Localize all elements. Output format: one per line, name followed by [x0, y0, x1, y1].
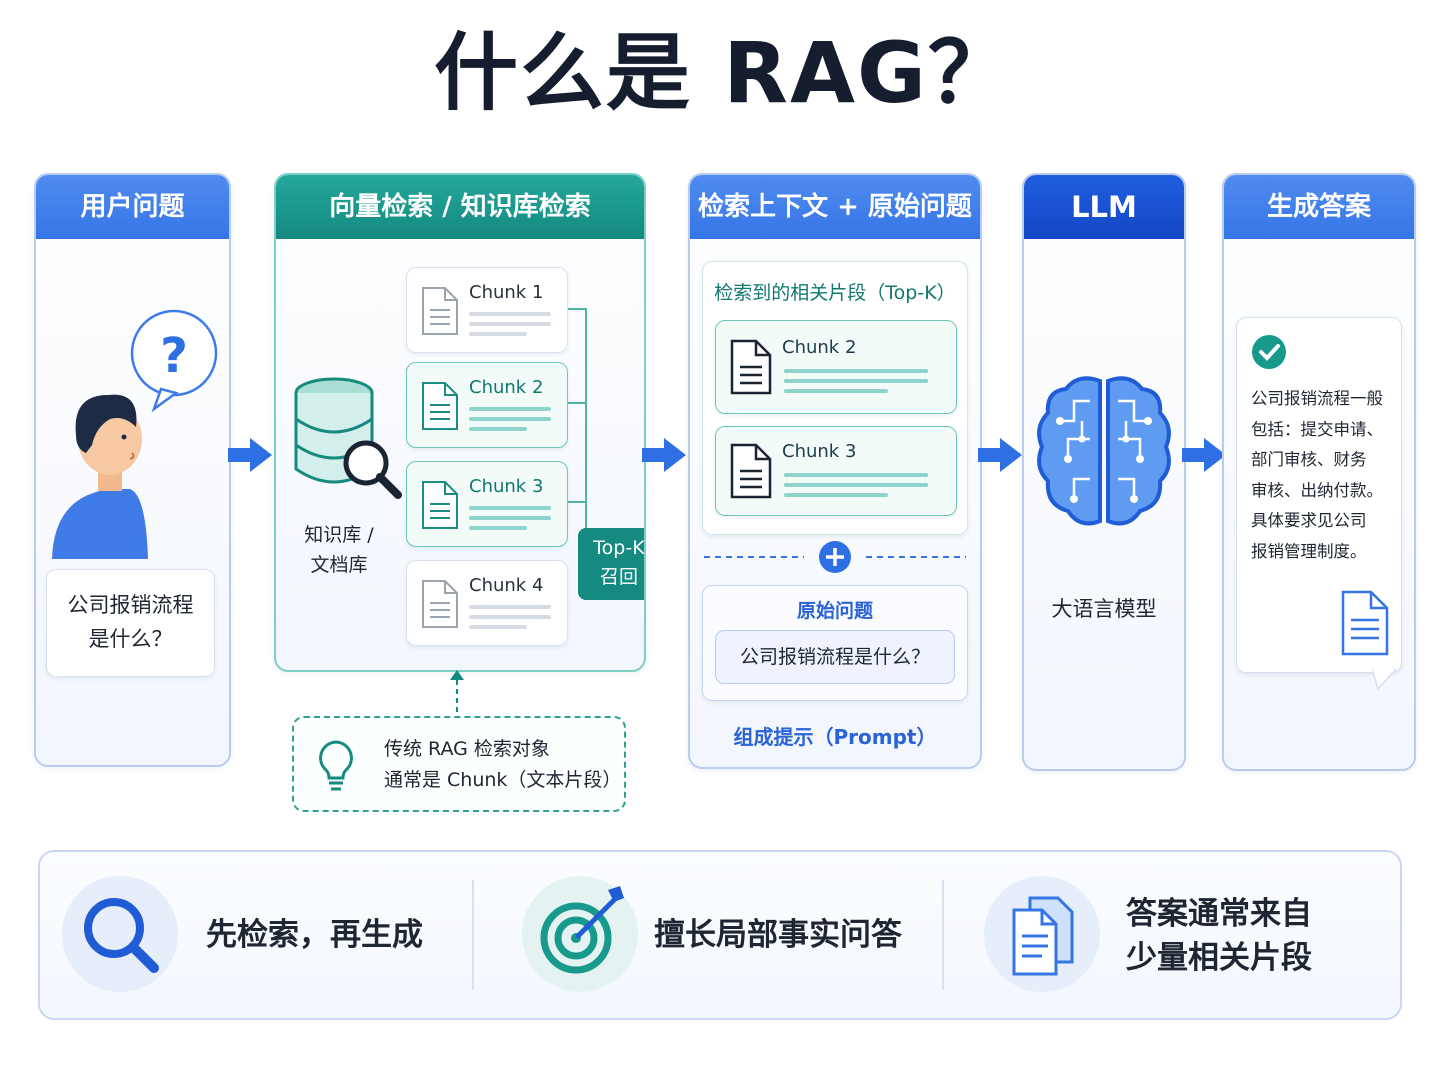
arrow-up-icon	[450, 670, 464, 716]
column-llm: LLM 大语言模型	[1022, 173, 1186, 771]
feature-icon-circle	[522, 876, 638, 992]
chunk-card: Chunk 3	[715, 426, 957, 516]
document-icon	[1341, 590, 1389, 656]
chunk-label: Chunk 1	[469, 282, 544, 303]
user-icon: ?	[52, 309, 218, 559]
knowledge-base-label: 知识库 / 文档库	[304, 524, 374, 576]
answer-bubble: 公司报销流程一般 包括：提交申请、 部门审核、财务 审核、出纳付款。 具体要求见…	[1236, 317, 1402, 673]
documents-icon	[1012, 896, 1074, 976]
chunk-label: Chunk 3	[469, 476, 544, 497]
page-title: 什么是 RAG？	[434, 24, 1014, 122]
document-icon	[422, 382, 458, 430]
original-question-text: 公司报销流程是什么？	[739, 646, 930, 668]
bracket-connector	[568, 308, 587, 571]
chunk-card: Chunk 4	[406, 560, 568, 646]
topk-chunks-panel: 检索到的相关片段（Top-K） Chunk 2 Chunk 3	[702, 261, 968, 535]
note-text: 传统 RAG 检索对象 通常是 Chunk（文本片段）	[384, 738, 622, 791]
chunk-card: Chunk 2	[715, 320, 957, 414]
note-box: 传统 RAG 检索对象 通常是 Chunk（文本片段）	[292, 716, 626, 812]
brain-icon	[1037, 376, 1171, 526]
column-header: 检索上下文 + 原始问题	[690, 175, 980, 239]
divider	[942, 880, 944, 990]
document-icon	[730, 443, 772, 499]
feature-text: 先检索，再生成	[206, 917, 423, 953]
original-question-title: 原始问题	[796, 600, 873, 622]
answer-text: 公司报销流程一般 包括：提交申请、 部门审核、财务 审核、出纳付款。 具体要求见…	[1251, 389, 1383, 561]
feature-text: 答案通常来自 少量相关片段	[1126, 896, 1312, 976]
chunk-label: Chunk 2	[469, 377, 544, 398]
chunk-label: Chunk 2	[782, 337, 857, 358]
feature-text: 擅长局部事实问答	[654, 917, 902, 953]
original-question-panel: 原始问题 公司报销流程是什么？	[702, 585, 968, 701]
chunk-label: Chunk 4	[469, 575, 544, 596]
features-panel: 先检索，再生成 擅长局部事实问答 答案通常来自 少量相关片段	[38, 850, 1402, 1020]
document-icon	[422, 481, 458, 529]
column-header: 生成答案	[1224, 175, 1414, 239]
bubble-tail	[1372, 669, 1398, 691]
topk-title: 检索到的相关片段（Top-K）	[714, 282, 956, 304]
arrow-right-icon	[1182, 438, 1226, 472]
column-header: LLM	[1024, 175, 1184, 239]
document-icon	[422, 287, 458, 335]
column-user-question: 用户问题 ? 公司报销流程 是什么？	[34, 173, 231, 767]
feature-icon-circle	[984, 876, 1100, 992]
chunk-card: Chunk 3	[406, 461, 568, 547]
document-icon	[422, 580, 458, 628]
divider	[472, 880, 474, 990]
prompt-label: 组成提示（Prompt）	[733, 725, 937, 749]
arrow-right-icon	[978, 438, 1022, 472]
feature-icon-circle	[62, 876, 178, 992]
topk-badge: Top-K 召回	[578, 528, 645, 600]
plus-icon	[704, 541, 966, 573]
target-icon	[540, 886, 624, 974]
check-circle-icon	[1252, 335, 1286, 369]
arrow-right-icon	[228, 438, 272, 472]
svg-text:?: ?	[160, 328, 188, 384]
search-icon	[84, 898, 159, 973]
document-icon	[730, 339, 772, 395]
column-header: 用户问题	[36, 175, 229, 239]
column-generated-answer: 生成答案 公司报销流程一般 包括：提交申请、 部门审核、财务 审核、出纳付款。 …	[1222, 173, 1416, 771]
chunk-card: Chunk 2	[406, 362, 568, 448]
column-vector-retrieval: 向量检索 / 知识库检索 知识库 / 文档库 Chunk 1 Chunk 2 C…	[274, 173, 646, 672]
topk-label: Top-K 召回	[593, 537, 645, 588]
column-header: 向量检索 / 知识库检索	[276, 175, 644, 239]
lightbulb-icon	[319, 740, 353, 791]
user-question-card: 公司报销流程 是什么？	[46, 569, 215, 677]
column-context-prompt: 检索上下文 + 原始问题 检索到的相关片段（Top-K） Chunk 2 Chu…	[688, 173, 982, 769]
original-question-box: 公司报销流程是什么？	[715, 630, 955, 684]
user-question-text: 公司报销流程 是什么？	[67, 593, 194, 651]
chunk-card: Chunk 1	[406, 267, 568, 353]
chunk-label: Chunk 3	[782, 441, 857, 462]
arrow-right-icon	[642, 438, 686, 472]
llm-label: 大语言模型	[1051, 597, 1157, 621]
database-icon	[294, 377, 402, 499]
